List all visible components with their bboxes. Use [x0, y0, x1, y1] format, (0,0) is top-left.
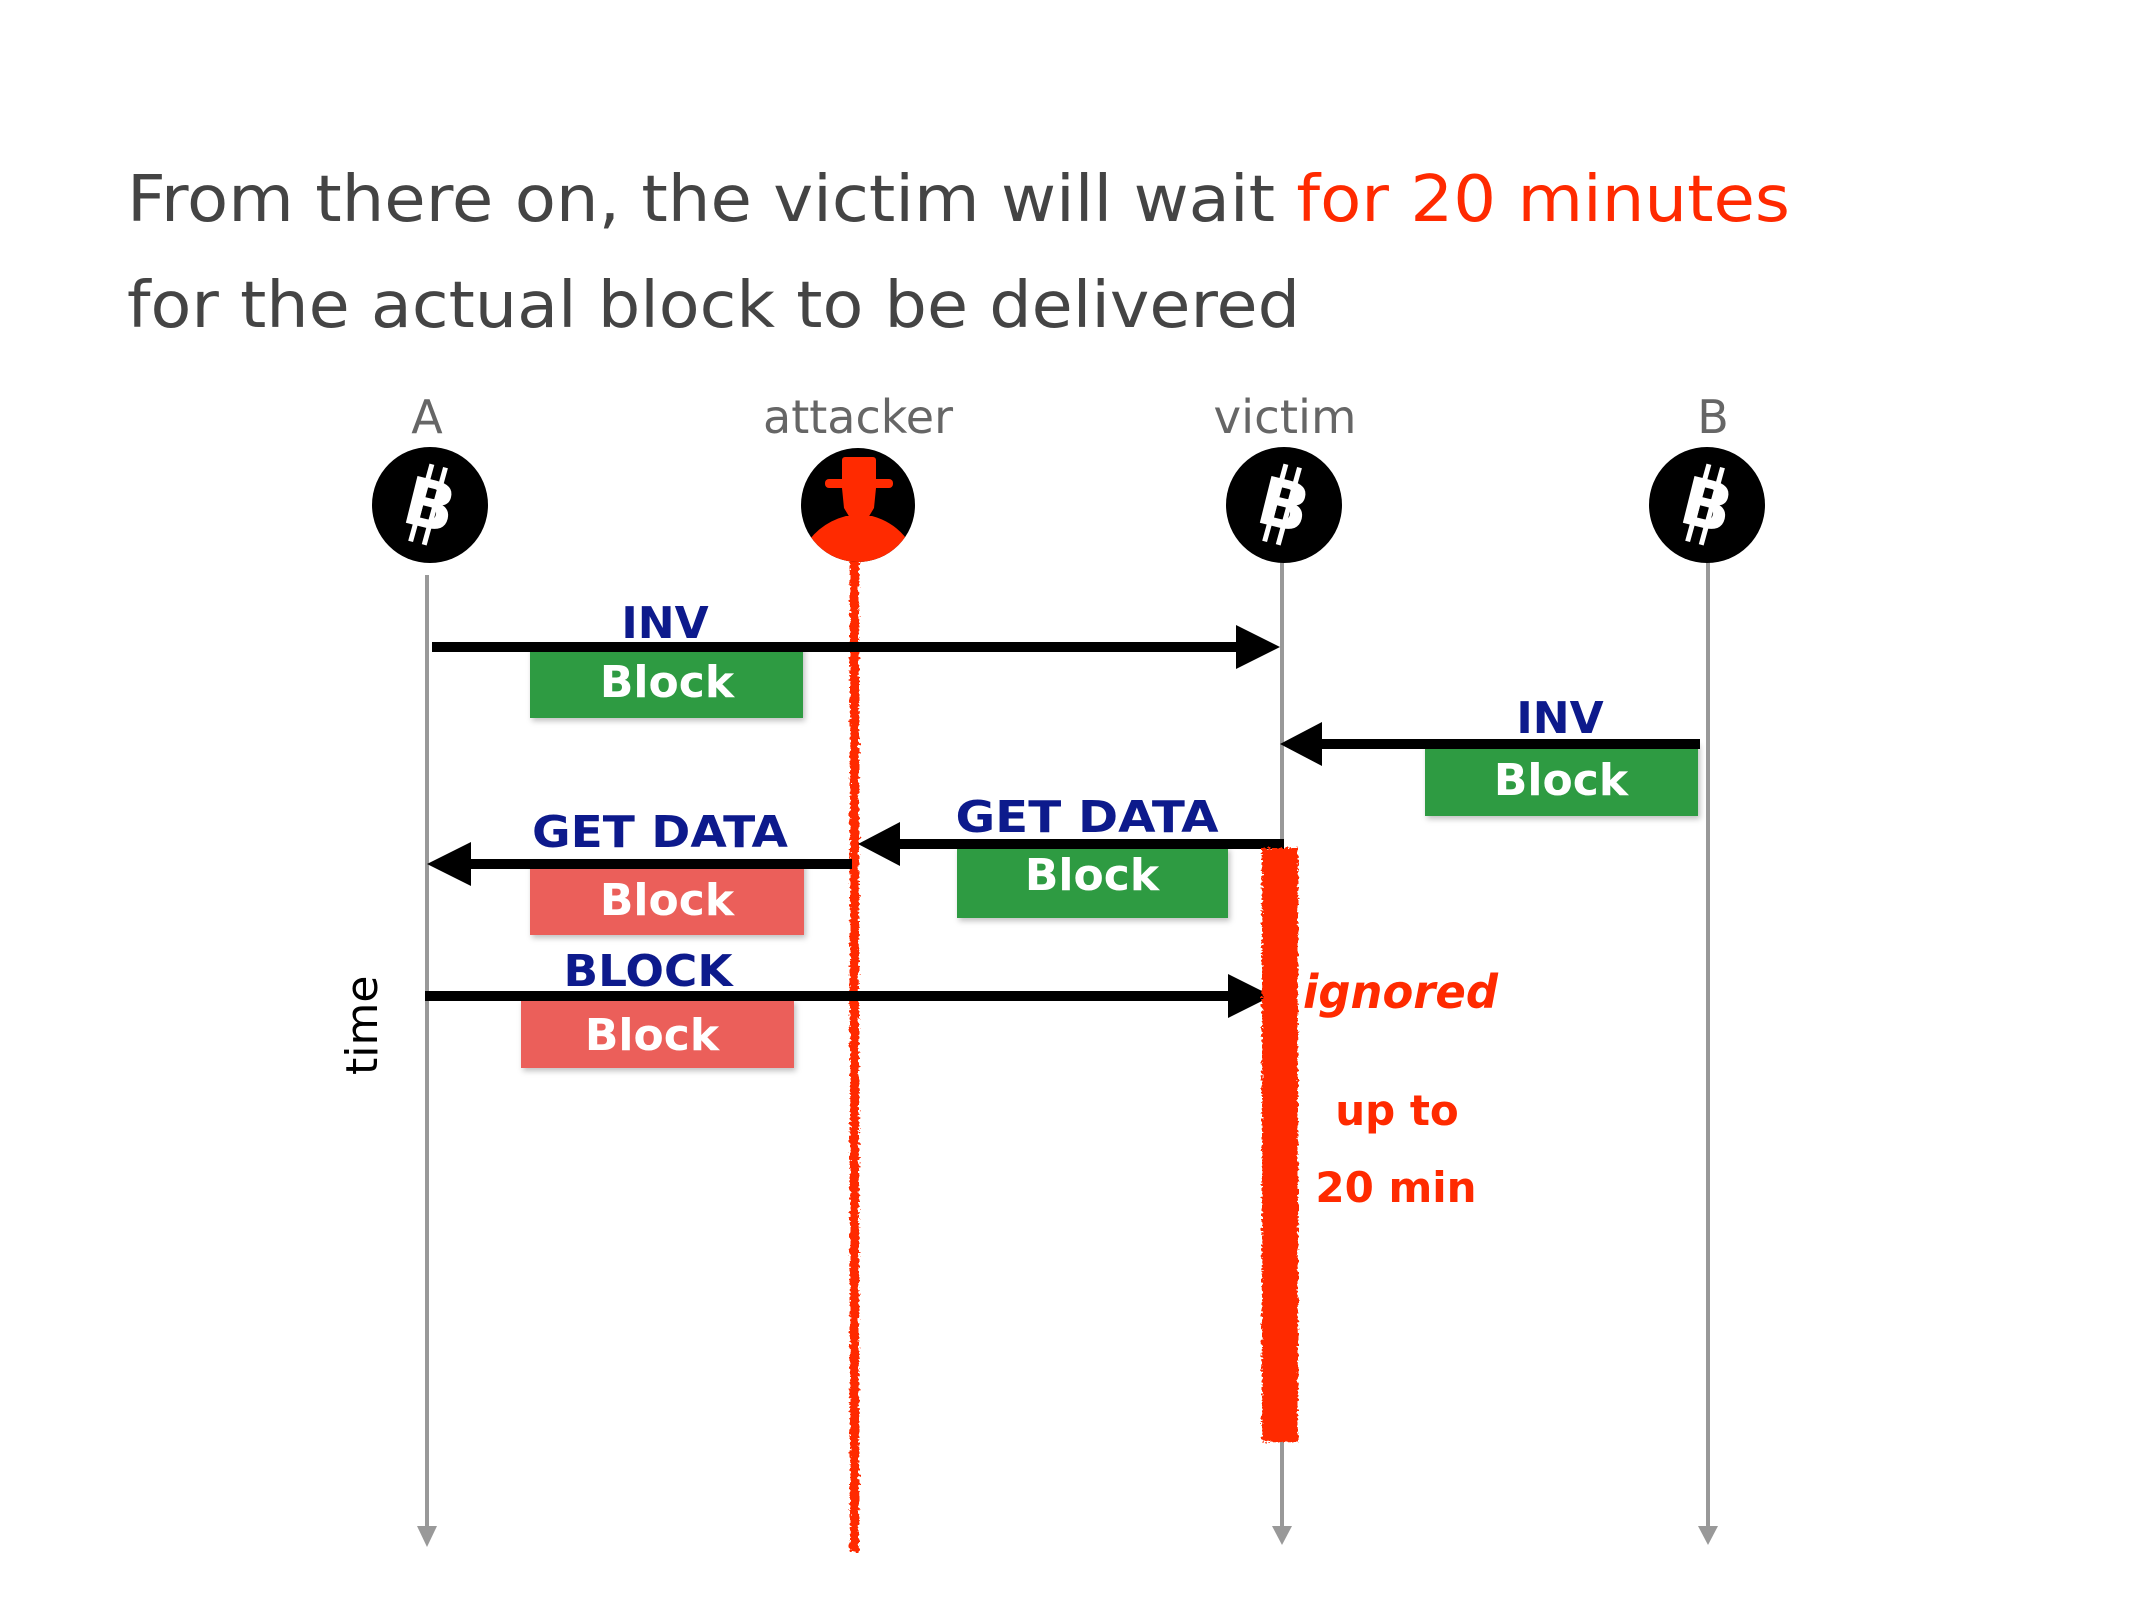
block-badge-label: Block: [1494, 755, 1630, 806]
block-badge-label: Block: [600, 875, 736, 926]
block-badge-invalid: [530, 860, 804, 935]
message-label: GET DATA: [956, 792, 1219, 843]
time-axis-label: time: [337, 976, 388, 1075]
wait-note-line-2: 20 min: [1315, 1163, 1476, 1212]
arrow-left-icon: [427, 842, 471, 886]
message-block-a-to-victim: Block BLOCK: [425, 946, 1272, 1068]
title-line-2: for the actual block to be delivered: [127, 269, 1300, 343]
arrow-down-icon: [417, 1526, 437, 1547]
node-victim: B: [1226, 447, 1342, 563]
bitcoin-icon: [1649, 447, 1765, 563]
message-label: GET DATA: [532, 807, 788, 858]
message-label: INV: [1516, 693, 1603, 744]
title-highlight: for 20 minutes: [1296, 163, 1790, 237]
block-badge-valid: [530, 644, 803, 718]
node-a: B: [372, 447, 488, 563]
block-badge-label: Block: [585, 1010, 721, 1061]
victim-blocked-period: [1262, 848, 1298, 1442]
block-badge-invalid: [521, 1000, 794, 1068]
arrow-left-icon: [858, 822, 900, 866]
message-getdata-attacker-to-a: Block GET DATA: [427, 807, 852, 935]
message-label: INV: [621, 598, 708, 649]
block-badge-valid: [1425, 742, 1698, 816]
message-inv-a-to-victim: Block INV: [432, 598, 1280, 718]
lifeline-b: [1698, 562, 1718, 1545]
spy-icon: [801, 448, 915, 562]
ignored-note: ignored: [1303, 965, 1499, 1019]
block-badge-label: Block: [600, 657, 736, 708]
block-badge-label: Block: [1025, 850, 1161, 901]
message-inv-b-to-victim: Block INV: [1280, 693, 1700, 816]
node-label-victim: victim: [1214, 390, 1357, 444]
arrow-down-icon: [1698, 1526, 1718, 1545]
message-label: BLOCK: [564, 946, 735, 997]
node-attacker: [801, 448, 915, 562]
arrow-right-icon: [1236, 625, 1280, 669]
bitcoin-icon: [372, 447, 488, 563]
block-badge-valid: [957, 847, 1228, 918]
lifeline-attacker: [850, 555, 859, 1552]
arrow-down-icon: [1272, 1526, 1292, 1545]
message-getdata-victim-to-attacker: Block GET DATA: [858, 792, 1284, 918]
title-line-1: From there on, the victim will wait for …: [127, 163, 1790, 237]
title-line-1-text: From there on, the victim will wait: [127, 163, 1296, 237]
lifeline-a: [417, 575, 437, 1547]
arrow-right-icon: [1228, 974, 1272, 1018]
wait-note-line-1: up to: [1335, 1086, 1459, 1135]
node-label-a: A: [411, 390, 443, 444]
node-label-b: B: [1697, 390, 1729, 444]
node-label-attacker: attacker: [763, 390, 953, 444]
node-b: B: [1649, 447, 1765, 563]
bitcoin-icon: [1226, 447, 1342, 563]
arrow-left-icon: [1280, 722, 1322, 766]
